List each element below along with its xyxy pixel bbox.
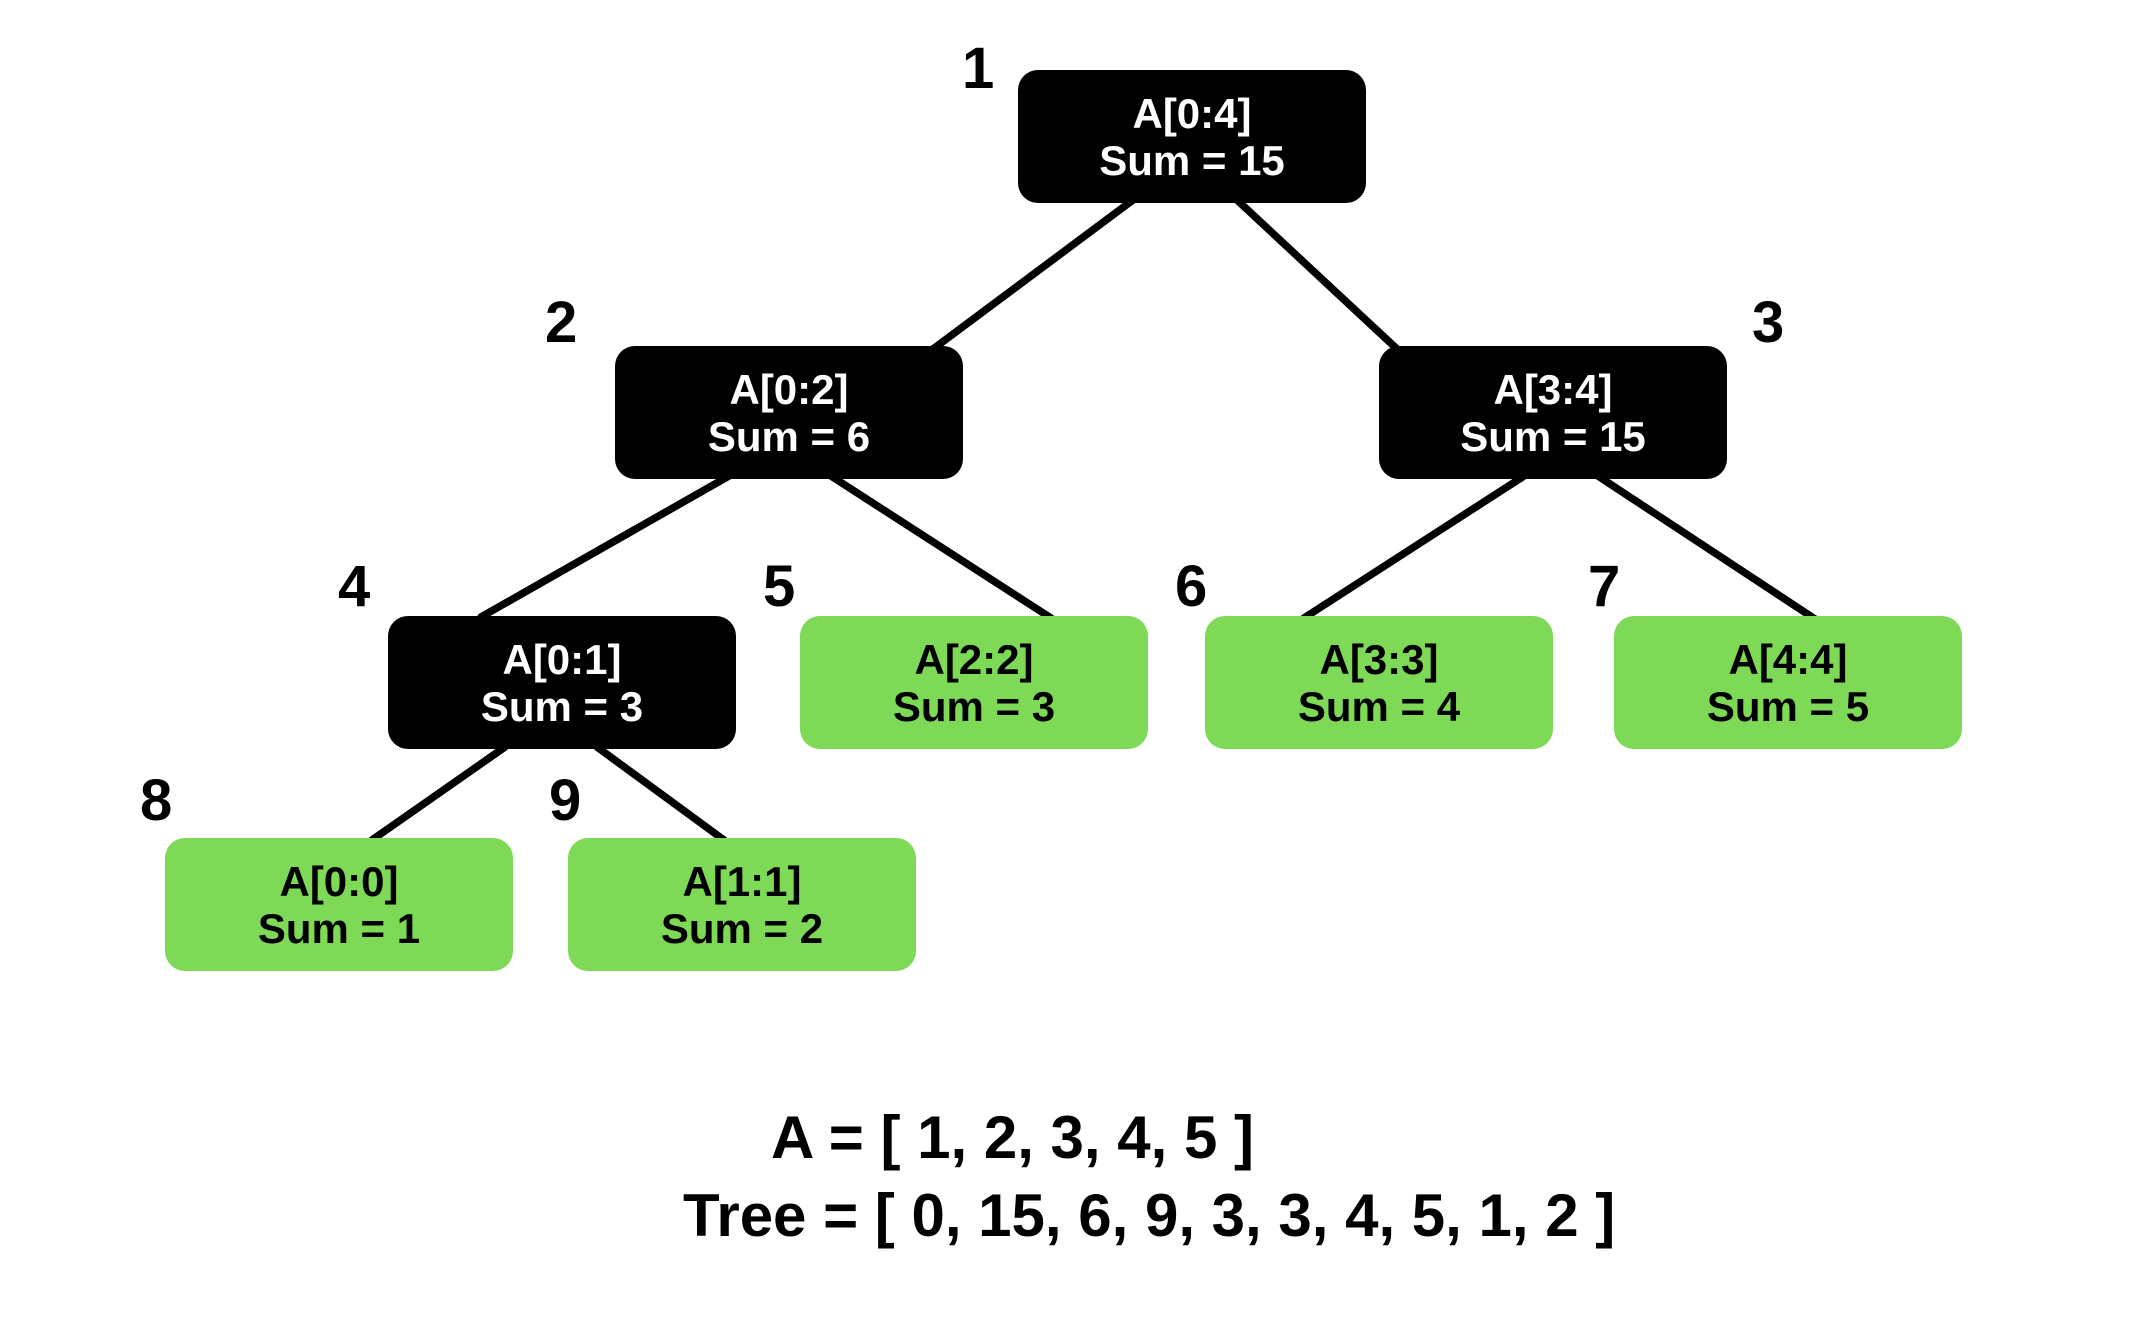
node-1-sum-label: Sum = 15	[1099, 136, 1285, 184]
node-1-range-label: A[0:4]	[1132, 89, 1252, 137]
tree-node-9: A[1:1] Sum = 2	[568, 838, 916, 971]
tree-node-5: A[2:2] Sum = 3	[800, 616, 1148, 749]
edge-2-5	[827, 472, 1055, 622]
node-4-range-label: A[0:1]	[502, 635, 622, 683]
tree-node-8: A[0:0] Sum = 1	[165, 838, 513, 971]
edge-1-2	[929, 196, 1137, 353]
node-7-index-label: 7	[1588, 554, 1621, 619]
tree-node-2: A[0:2] Sum = 6	[615, 346, 963, 479]
tree-node-4: A[0:1] Sum = 3	[388, 616, 736, 749]
node-8-index-label: 8	[140, 768, 173, 833]
edge-3-6	[1300, 472, 1528, 622]
node-2-sum-label: Sum = 6	[707, 412, 871, 460]
tree-node-7: A[4:4] Sum = 5	[1614, 616, 1962, 749]
node-5-sum-label: Sum = 3	[892, 682, 1056, 730]
node-5-range-label: A[2:2]	[914, 635, 1034, 683]
tree-node-6: A[3:3] Sum = 4	[1205, 616, 1553, 749]
tree-node-1: A[0:4] Sum = 15	[1018, 70, 1366, 203]
node-6-sum-label: Sum = 4	[1297, 682, 1461, 730]
node-6-index-label: 6	[1175, 554, 1208, 619]
node-2-range-label: A[0:2]	[729, 365, 849, 413]
input-array-text: A = [ 1, 2, 3, 4, 5 ]	[771, 1104, 1254, 1171]
edge-1-3	[1233, 196, 1401, 353]
node-5-index-label: 5	[763, 554, 796, 619]
node-8-sum-label: Sum = 1	[257, 904, 421, 952]
node-9-sum-label: Sum = 2	[660, 904, 824, 952]
tree-array-text: Tree = [ 0, 15, 6, 9, 3, 3, 4, 5, 1, 2 ]	[683, 1182, 1616, 1249]
edge-3-7	[1594, 472, 1819, 623]
edge-4-8	[368, 743, 509, 844]
node-2-index-label: 2	[545, 290, 578, 355]
node-9-index-label: 9	[549, 768, 582, 833]
node-7-sum-label: Sum = 5	[1706, 682, 1870, 730]
node-3-index-label: 3	[1752, 290, 1785, 355]
node-1-index-label: 1	[962, 36, 995, 101]
node-8-range-label: A[0:0]	[279, 857, 399, 905]
edge-4-9	[593, 743, 728, 844]
node-4-sum-label: Sum = 3	[480, 682, 644, 730]
node-3-range-label: A[3:4]	[1493, 365, 1613, 413]
node-7-range-label: A[4:4]	[1728, 635, 1848, 683]
node-6-range-label: A[3:3]	[1319, 635, 1439, 683]
node-9-range-label: A[1:1]	[682, 857, 802, 905]
tree-node-3: A[3:4] Sum = 15	[1379, 346, 1727, 479]
node-4-index-label: 4	[338, 554, 371, 619]
node-3-sum-label: Sum = 15	[1460, 412, 1646, 460]
edge-2-4	[477, 472, 733, 621]
